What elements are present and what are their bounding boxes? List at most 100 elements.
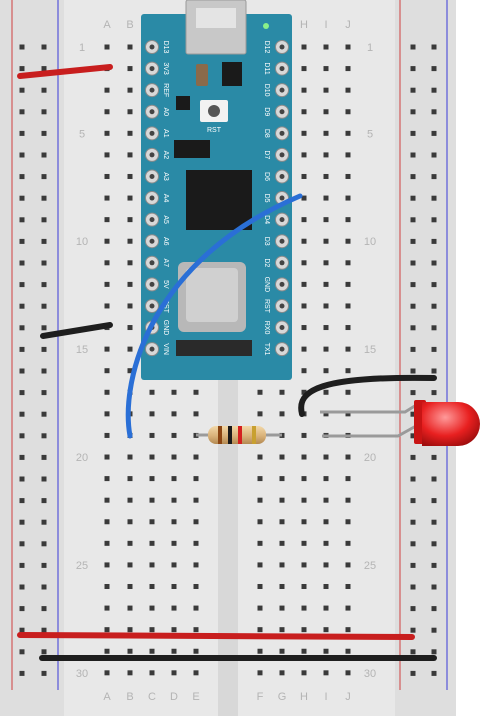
row-number-label: 25	[364, 560, 376, 572]
hole	[149, 562, 155, 568]
hole	[345, 281, 351, 287]
rail-hole	[19, 541, 25, 547]
led[interactable]	[320, 400, 480, 446]
rail-hole	[431, 584, 437, 590]
arduino-nano[interactable]: RST D133V3REFA0A1A2A3A4A5A6A75VRSTGNDVIN…	[141, 0, 292, 380]
reset-button-cap[interactable]	[208, 105, 220, 117]
nano-pin-label: D5	[263, 194, 270, 203]
nano-pin-hole	[149, 152, 155, 158]
hole	[301, 584, 307, 589]
wire-black-led[interactable]	[298, 374, 437, 417]
wire-blue-d5[interactable]	[125, 193, 303, 439]
hole	[149, 476, 155, 482]
hole	[301, 497, 307, 503]
hole	[104, 497, 110, 503]
hole	[345, 562, 351, 568]
rail-hole	[410, 541, 416, 547]
hole	[301, 605, 307, 611]
rail-hole	[431, 87, 437, 93]
rail-hole	[410, 670, 416, 676]
hole	[171, 562, 177, 568]
hole	[193, 605, 199, 611]
nano-pin-label: REF	[162, 83, 169, 97]
hole	[104, 454, 110, 460]
hole	[323, 648, 329, 654]
regulator-chip	[174, 140, 210, 158]
rail-hole	[410, 152, 416, 158]
rail-hole	[41, 649, 47, 655]
hole	[301, 66, 307, 72]
column-letter-label: G	[278, 691, 287, 703]
hole	[257, 519, 263, 525]
rail-hole	[410, 217, 416, 223]
rail-hole	[41, 433, 47, 439]
nano-pin-hole	[279, 44, 285, 50]
hole	[149, 497, 155, 503]
hole	[104, 411, 110, 417]
hole	[104, 368, 110, 374]
rail-hole	[19, 368, 25, 374]
rail-hole	[410, 627, 416, 633]
hole	[301, 325, 307, 331]
hole	[127, 109, 133, 115]
hole	[279, 540, 285, 546]
hole	[104, 519, 110, 525]
hole	[104, 627, 110, 633]
nano-pin-hole	[279, 130, 285, 136]
nano-pin-label: D9	[263, 107, 270, 116]
nano-pin-hole	[279, 325, 285, 331]
hole	[301, 368, 307, 374]
column-letter-label: J	[345, 19, 351, 31]
hole	[104, 152, 110, 158]
wire-red-bottom[interactable]	[17, 632, 415, 640]
rail-hole	[19, 282, 25, 288]
resistor[interactable]	[196, 426, 282, 444]
hole	[149, 670, 155, 676]
rail-hole	[19, 174, 25, 180]
hole	[323, 238, 329, 244]
column-letter-label: A	[103, 19, 111, 31]
row-number-label: 1	[79, 42, 85, 54]
rail-hole	[19, 433, 25, 439]
hole	[279, 454, 285, 460]
hole	[149, 389, 155, 395]
rail-hole	[19, 476, 25, 482]
hole	[127, 173, 133, 179]
hole	[171, 389, 177, 395]
rail-hole	[431, 325, 437, 331]
hole	[257, 540, 263, 546]
hole	[127, 195, 133, 201]
nano-pin-label: 3V3	[162, 62, 169, 75]
hole	[104, 605, 110, 611]
hole	[127, 44, 133, 50]
hole	[257, 389, 263, 395]
hole	[127, 368, 133, 374]
rail-hole	[431, 519, 437, 525]
hole	[127, 152, 133, 158]
rail-hole	[19, 195, 25, 201]
column-letter-label: A	[103, 691, 111, 703]
column-letter-label: F	[257, 691, 264, 703]
hole	[127, 476, 133, 482]
hole	[193, 454, 199, 460]
row-number-label: 15	[364, 344, 376, 356]
wire-black-gnd[interactable]	[40, 322, 113, 339]
wire-red-top[interactable]	[17, 64, 113, 79]
hole	[127, 346, 133, 352]
nano-pin-hole	[149, 238, 155, 244]
resistor-body	[208, 426, 266, 444]
nano-pin-label: RST	[162, 299, 169, 314]
hole	[104, 584, 110, 589]
rail-hole	[410, 44, 416, 50]
hole	[323, 346, 329, 352]
rail-hole	[431, 606, 437, 612]
hole	[301, 540, 307, 546]
nano-pin-hole	[149, 87, 155, 93]
rail-hole	[410, 606, 416, 612]
hole	[104, 389, 110, 395]
hole	[345, 44, 351, 50]
rail-hole	[410, 238, 416, 244]
hole	[279, 411, 285, 417]
microcontroller-chip	[186, 170, 252, 230]
hole	[104, 303, 110, 309]
